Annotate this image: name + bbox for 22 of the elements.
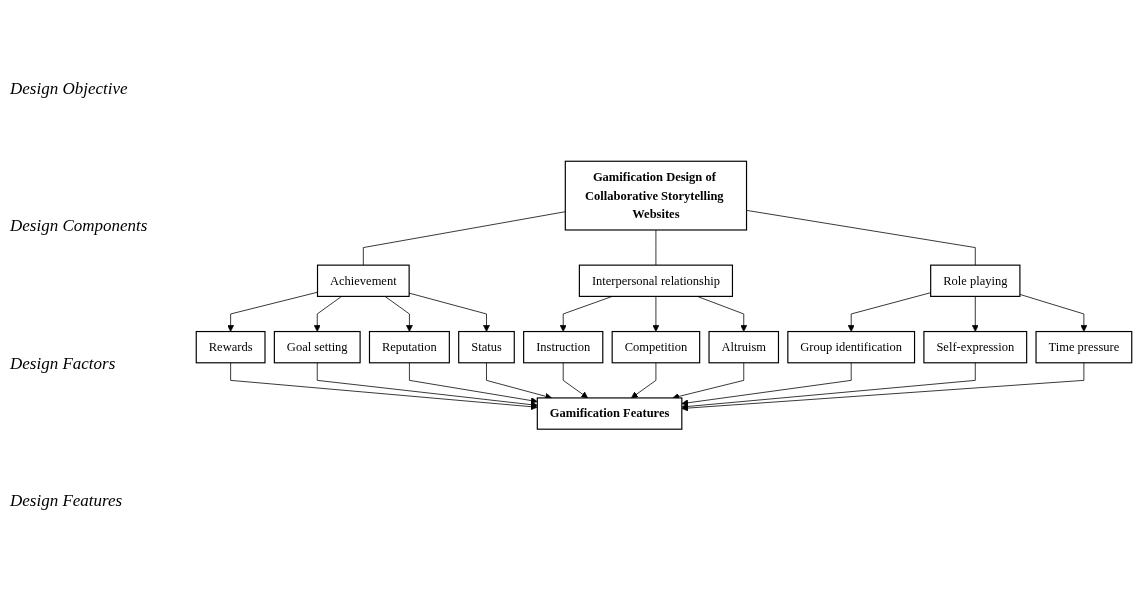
level-label: Design Factors — [10, 353, 117, 374]
node-box: Interpersonal relationship — [578, 264, 734, 297]
level-label: Design Components — [10, 216, 149, 237]
node-box: Reputation — [368, 330, 450, 364]
node-box: Altruism — [708, 330, 780, 364]
node-box: Self-expression — [923, 330, 1028, 364]
node-box: Competition — [611, 330, 701, 364]
level-label: Design Features — [10, 491, 124, 512]
node-box: Achievement — [316, 264, 410, 297]
node-box: Status — [458, 330, 515, 364]
node-box: Gamification Features — [536, 397, 683, 430]
level-label: Design Objective — [10, 78, 129, 99]
node-box: Group identification — [787, 330, 916, 364]
connector — [362, 211, 566, 266]
node-box: Goal setting — [273, 330, 361, 364]
node-box: Time pressure — [1035, 330, 1133, 364]
node-box: Role playing — [930, 264, 1021, 297]
connector — [655, 229, 657, 266]
node-box: Gamification Design of Collaborative Storytelling Websites — [564, 160, 748, 231]
connector — [746, 209, 976, 266]
node-box: Instruction — [523, 330, 604, 364]
node-box: Rewards — [195, 330, 266, 364]
